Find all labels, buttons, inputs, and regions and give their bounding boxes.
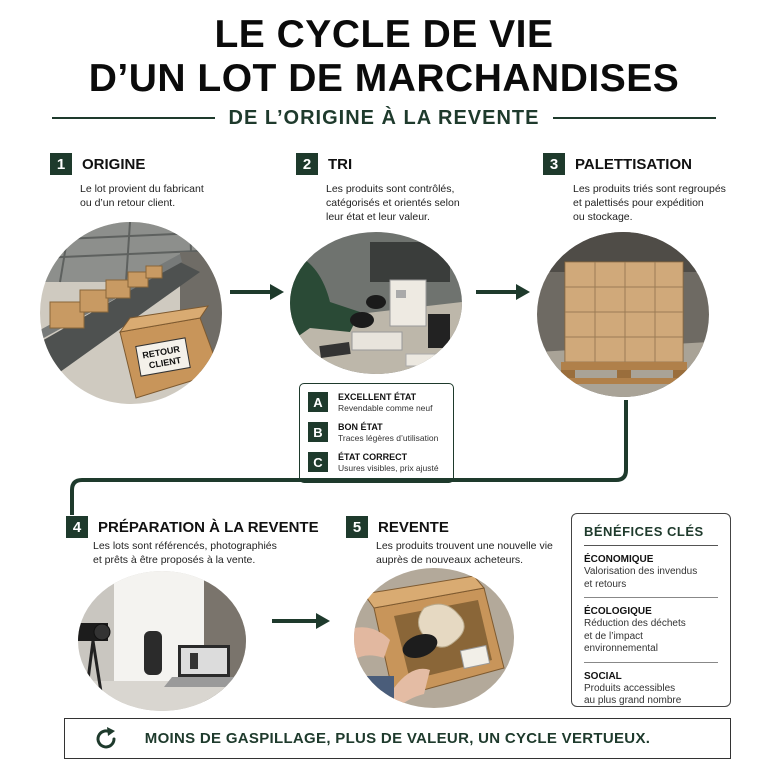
step-2-number: 2: [296, 153, 318, 175]
grade-c: C ÉTAT CORRECT Usures visibles, prix aju…: [308, 452, 439, 474]
step-2-title: TRI: [328, 155, 353, 173]
benefit-economic-name: ÉCONOMIQUE: [584, 554, 654, 565]
unboxing-illustration: [354, 568, 514, 708]
benefit-ecological-name: ÉCOLOGIQUE: [584, 606, 652, 617]
step-3-description: Les produits triés sont regroupés et pal…: [573, 183, 726, 223]
right-arrow-icon: [272, 613, 330, 629]
grade-c-description: Usures visibles, prix ajusté: [338, 463, 439, 473]
step-2-header: 2 TRI: [296, 153, 352, 175]
subtitle-rule-left: [52, 117, 215, 119]
subtitle: DE L’ORIGINE À LA REVENTE: [228, 106, 540, 129]
step-4-image-photo-studio: [78, 571, 246, 711]
step-2-image-sorting: [290, 232, 462, 374]
arrow-1-to-2: [230, 283, 284, 301]
sorting-table-illustration: [290, 232, 462, 374]
right-arrow-icon: [476, 284, 530, 300]
grade-a-title: EXCELLENT ÉTAT: [338, 392, 417, 402]
grading-box: A EXCELLENT ÉTAT Revendable comme neuf B…: [299, 383, 454, 483]
step-3-image-pallet: [537, 232, 709, 397]
step-1-number: 1: [50, 153, 72, 175]
grade-a-description: Revendable comme neuf: [338, 403, 433, 413]
factory-conveyor-illustration: RETOUR CLIENT: [40, 222, 222, 404]
grade-c-title: ÉTAT CORRECT: [338, 452, 408, 462]
benefit-ecological: ÉCOLOGIQUE Réduction des déchets et de l…: [584, 598, 718, 663]
step-2-description: Les produits sont contrôlés, catégorisés…: [326, 183, 460, 223]
pallet-illustration: [537, 232, 709, 397]
grade-b: B BON ÉTAT Traces légères d’utilisation: [308, 422, 438, 444]
benefits-title: BÉNÉFICES CLÉS: [584, 524, 718, 546]
grade-a-letter: A: [308, 392, 328, 412]
grade-b-description: Traces légères d’utilisation: [338, 433, 439, 443]
benefit-social: SOCIAL Produits accessibles au plus gran…: [584, 663, 718, 714]
step-5-title: REVENTE: [378, 518, 449, 536]
title-line-2: D’UN LOT DE MARCHANDISES: [88, 57, 680, 100]
title-line-1: LE CYCLE DE VIE: [214, 13, 554, 56]
step-1-header: 1 ORIGINE: [50, 153, 145, 175]
step-4-description: Les lots sont référencés, photographiés …: [93, 540, 277, 566]
step-4-number: 4: [66, 516, 88, 538]
footer-text: MOINS DE GASPILLAGE, PLUS DE VALEUR, UN …: [144, 730, 651, 747]
step-5-image-unboxing: [354, 568, 514, 708]
grade-b-title: BON ÉTAT: [338, 422, 383, 432]
step-4-title: PRÉPARATION À LA REVENTE: [98, 518, 319, 536]
arrow-2-to-3: [476, 283, 530, 301]
step-5-description: Les produits trouvent une nouvelle vie a…: [376, 540, 553, 566]
grade-c-letter: C: [308, 452, 328, 472]
step-1-description: Le lot provient du fabricant ou d’un ret…: [80, 183, 204, 209]
benefit-economic: ÉCONOMIQUE Valorisation des invendus et …: [584, 546, 718, 598]
step-5-number: 5: [346, 516, 368, 538]
footer-banner: MOINS DE GASPILLAGE, PLUS DE VALEUR, UN …: [64, 718, 731, 759]
step-1-title: ORIGINE: [82, 155, 146, 173]
step-4-header: 4 PRÉPARATION À LA REVENTE: [66, 516, 319, 538]
cycle-arrow-icon: [96, 727, 116, 749]
step-1-image-factory-returns: RETOUR CLIENT: [40, 222, 222, 404]
right-arrow-icon: [230, 284, 284, 300]
benefits-box: BÉNÉFICES CLÉS ÉCONOMIQUE Valorisation d…: [571, 513, 731, 707]
step-3-title: PALETTISATION: [575, 155, 692, 173]
photo-studio-illustration: [78, 571, 246, 711]
benefit-social-name: SOCIAL: [584, 670, 622, 682]
subtitle-rule-right: [553, 117, 716, 119]
grade-b-letter: B: [308, 422, 328, 442]
step-3-number: 3: [543, 153, 565, 175]
subtitle-row: DE L’ORIGINE À LA REVENTE: [52, 104, 716, 132]
grade-a: A EXCELLENT ÉTAT Revendable comme neuf: [308, 392, 433, 414]
connector-3-to-4: [70, 400, 628, 515]
arrow-4-to-5: [272, 612, 330, 630]
step-3-header: 3 PALETTISATION: [543, 153, 692, 175]
step-5-header: 5 REVENTE: [346, 516, 449, 538]
